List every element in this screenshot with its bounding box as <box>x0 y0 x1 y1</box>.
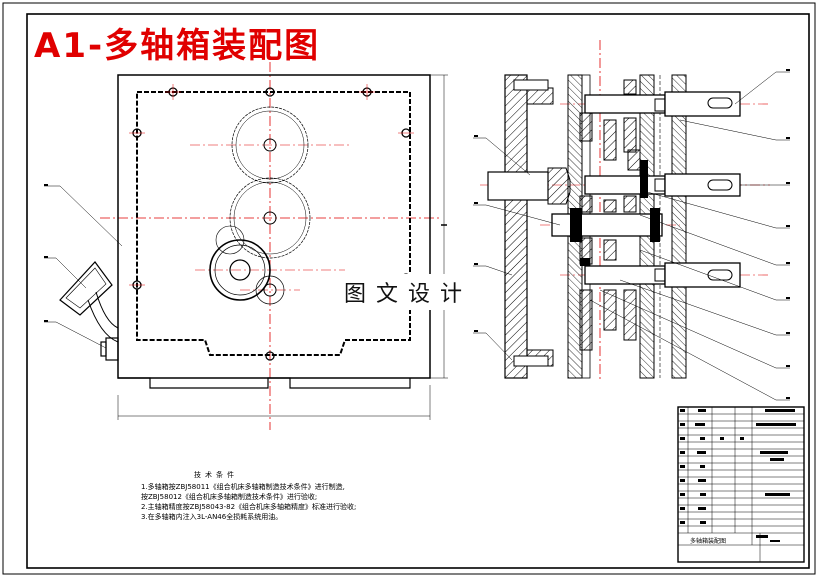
leader-lines-left <box>44 185 123 349</box>
leader-lines-right <box>473 71 790 401</box>
section-view <box>480 40 770 380</box>
note-line: 按ZBJ58012《组合机床多轴箱制造技术条件》进行验收; <box>141 493 318 501</box>
title-block-drawing-name: 多轴箱装配图 <box>690 538 727 545</box>
note-line: 3.在多轴箱内注入3L-AN46全损耗系统用油。 <box>141 513 283 521</box>
inner-border <box>26 13 810 569</box>
part-labels <box>44 69 790 399</box>
technical-notes-heading: 技术条件 <box>194 471 238 479</box>
front-view <box>59 44 448 430</box>
drawing-title: A1-多轴箱装配图 <box>34 26 321 66</box>
watermark-text: 图文设计 <box>340 274 477 310</box>
note-line: 1.多轴箱按ZBJ58011《组合机床多轴箱制造技术条件》进行制造, <box>141 483 345 491</box>
note-line: 2.主轴箱精度按ZBJ58043-82《组合机床多轴箱精度》标准进行验收; <box>141 503 357 511</box>
technical-notes: 技术条件 1.多轴箱按ZBJ58011《组合机床多轴箱制造技术条件》进行制造, … <box>141 470 411 522</box>
title-block <box>677 406 805 563</box>
